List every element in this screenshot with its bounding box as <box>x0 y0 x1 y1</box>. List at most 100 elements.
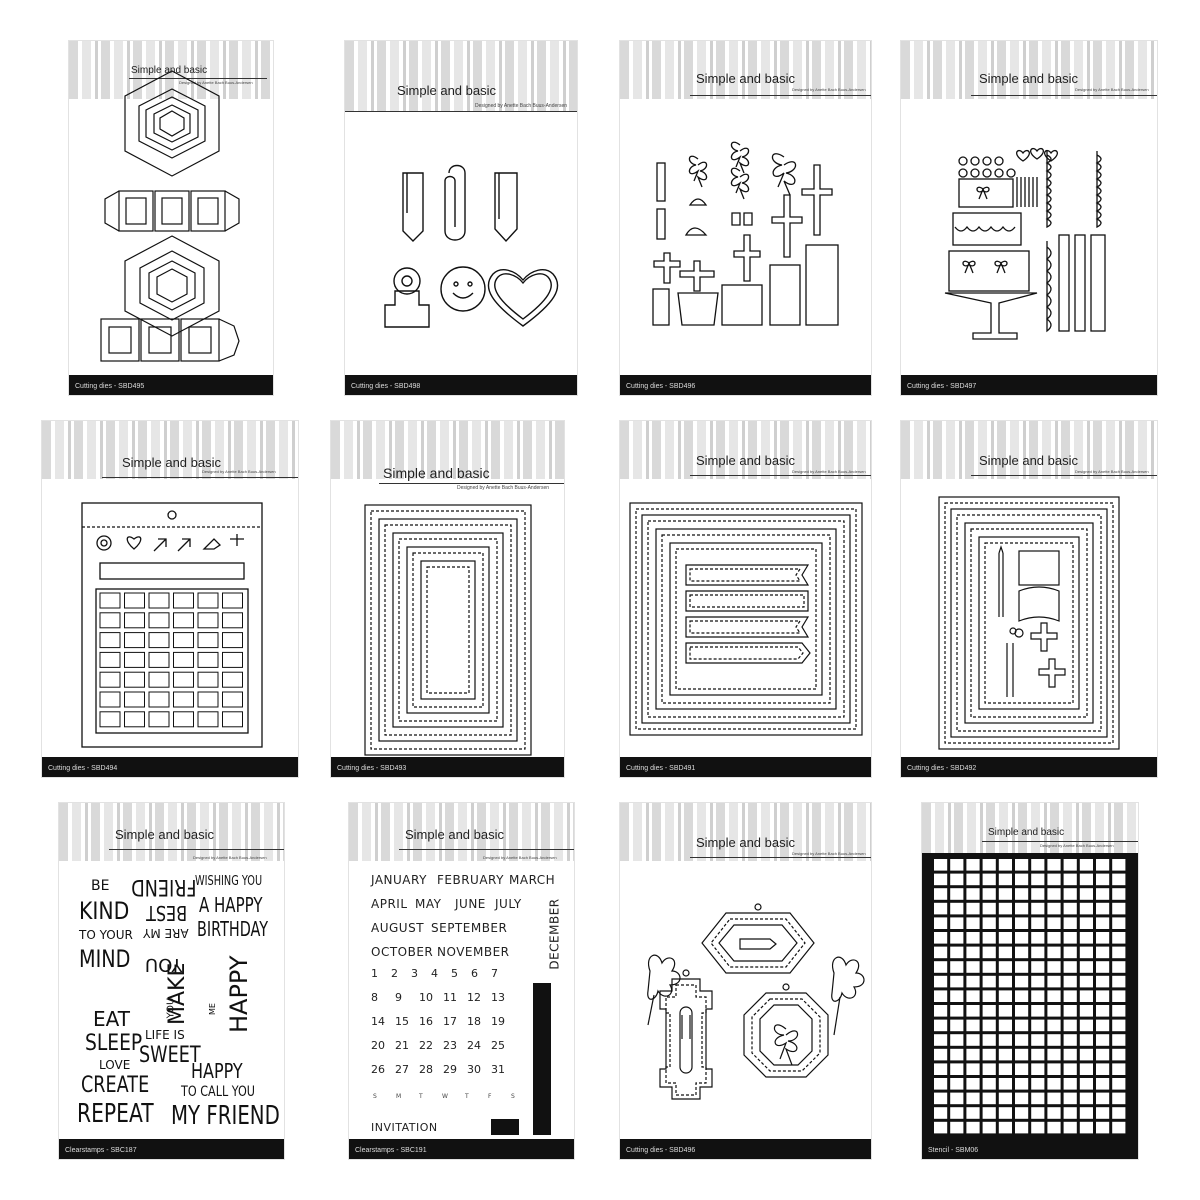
stencil-opening <box>966 917 980 929</box>
month-november: NOVEMBER <box>437 945 510 959</box>
stencil-opening <box>998 917 1012 929</box>
product-card-sbd491[interactable]: Simple and basic Designed by Anette Bach… <box>619 420 872 778</box>
product-card-sbd497[interactable]: Simple and basic Designed by Anette Bach… <box>900 40 1158 396</box>
stencil-opening <box>1015 1048 1029 1061</box>
stencil-opening <box>966 961 980 973</box>
brand-rule <box>690 475 871 476</box>
stencil-opening <box>982 961 996 973</box>
footer-bar: Cutting dies - SBD497 <box>901 375 1157 395</box>
day-number: 27 <box>395 1063 409 1076</box>
stamp-eat: EAT <box>93 1007 130 1031</box>
stencil-opening <box>934 1078 948 1090</box>
stencil-opening <box>1112 1063 1126 1075</box>
brand-name: Simple and basic <box>696 835 795 850</box>
stencil-opening <box>966 902 980 915</box>
stencil-opening <box>1063 1005 1077 1017</box>
calendar-cell <box>197 612 219 629</box>
brand-rule <box>345 111 577 112</box>
designer-credit: Designed by Anette Bach Buus-Andersen <box>1075 87 1149 92</box>
product-card-sbd492[interactable]: Simple and basic Designed by Anette Bach… <box>900 420 1158 778</box>
stencil-opening <box>998 1063 1012 1075</box>
stencil-opening <box>982 902 996 915</box>
weekday-letter: S <box>373 1093 377 1100</box>
stencil-opening <box>1063 975 1077 988</box>
day-number: 10 <box>419 991 433 1004</box>
product-card-sbd496-a[interactable]: Simple and basic Designed by Anette Bach… <box>619 40 872 396</box>
stencil-opening <box>966 932 980 944</box>
day-number: 1 <box>371 967 378 980</box>
product-card-sbd493[interactable]: Simple and basic Designed by Anette Bach… <box>330 420 565 778</box>
stencil-opening <box>950 961 964 973</box>
brand-name: Simple and basic <box>383 465 490 481</box>
stencil-opening <box>950 902 964 915</box>
stencil-opening <box>998 975 1012 988</box>
weekday-letter: M <box>396 1093 402 1100</box>
stencil-opening <box>1031 1005 1045 1017</box>
stencil-opening <box>934 859 948 871</box>
stencil-opening <box>1079 1078 1093 1090</box>
stencil-opening <box>1063 990 1077 1002</box>
designer-credit: Designed by Anette Bach Buus-Andersen <box>475 103 568 109</box>
product-card-sbm06[interactable]: Simple and basic Designed by Anette Bach… <box>921 802 1139 1160</box>
stencil-opening <box>934 902 948 915</box>
bows-and-crosses-die <box>652 141 839 326</box>
stamp-happy-vertical: HAPPY <box>225 955 253 1033</box>
calendar-cell <box>148 592 170 609</box>
stencil-opening <box>1079 1121 1093 1134</box>
stencil-opening <box>1096 917 1110 929</box>
stamp-love: LOVE <box>99 1058 131 1072</box>
product-card-sbd495[interactable]: Simple and basic Designed by Anette Bach… <box>68 40 274 396</box>
stencil-opening <box>950 1121 964 1134</box>
stencil-opening <box>934 1107 948 1119</box>
designer-credit: Designed by Anette Bach Buus-Andersen <box>483 855 557 860</box>
stencil-opening <box>1112 946 1126 959</box>
calendar-cell <box>124 691 145 708</box>
footer-bar: Cutting dies - SBD494 <box>42 757 298 777</box>
stencil-opening <box>934 1048 948 1061</box>
stencil-opening <box>1047 1048 1061 1061</box>
stencil-opening <box>1096 902 1110 915</box>
stencil-opening <box>934 1121 948 1134</box>
stencil-opening <box>1031 975 1045 988</box>
stencil-opening <box>1015 1107 1029 1119</box>
stencil-opening <box>1079 932 1093 944</box>
stencil-opening <box>966 1063 980 1075</box>
stamp-me: ME <box>207 1003 217 1015</box>
stencil-opening <box>998 1019 1012 1032</box>
paperclip-die <box>384 164 559 328</box>
stencil-opening <box>982 1034 996 1046</box>
stencil-opening <box>934 1019 948 1032</box>
stencil-opening <box>1015 917 1029 929</box>
stencil-opening <box>1096 946 1110 959</box>
stencil-opening <box>1096 1005 1110 1017</box>
footer-label: Cutting dies - SBD491 <box>626 765 696 772</box>
product-card-sbd498[interactable]: Simple and basic Designed by Anette Bach… <box>344 40 578 396</box>
product-card-sbc187[interactable]: Simple and basic Designed by Anette Bach… <box>58 802 285 1160</box>
month-may: MAY <box>415 897 442 911</box>
product-card-sbc191[interactable]: Simple and basic Designed by Anette Bach… <box>348 802 575 1160</box>
month-june: JUNE <box>455 897 486 911</box>
stencil-opening <box>1031 1121 1045 1134</box>
product-card-sbd494[interactable]: Simple and basic Designed by Anette Bach… <box>41 420 299 778</box>
tall-bar-block <box>533 983 551 1135</box>
calendar-cell <box>99 651 121 668</box>
stencil-opening <box>1079 1107 1093 1119</box>
stencil-opening <box>1015 1078 1029 1090</box>
stencil-opening <box>982 1078 996 1090</box>
stencil-opening <box>1096 975 1110 988</box>
day-number: 2 <box>391 967 398 980</box>
stencil-opening <box>998 888 1012 900</box>
header-stripes <box>922 803 1138 861</box>
day-number: 16 <box>419 1015 433 1028</box>
product-card-sbd496-b[interactable]: Simple and basic Designed by Anette Bach… <box>619 802 872 1160</box>
calendar-cell <box>197 651 219 668</box>
calendar-cell <box>173 632 194 649</box>
stencil-opening <box>998 990 1012 1002</box>
stamp-make: MAKE <box>165 962 190 1025</box>
brand-name: Simple and basic <box>405 827 504 842</box>
stencil-opening <box>982 1005 996 1017</box>
stencil-opening <box>1079 946 1093 959</box>
footer-label: Cutting dies - SBD495 <box>75 383 145 390</box>
stencil-opening <box>998 1107 1012 1119</box>
brand-rule <box>690 857 871 858</box>
